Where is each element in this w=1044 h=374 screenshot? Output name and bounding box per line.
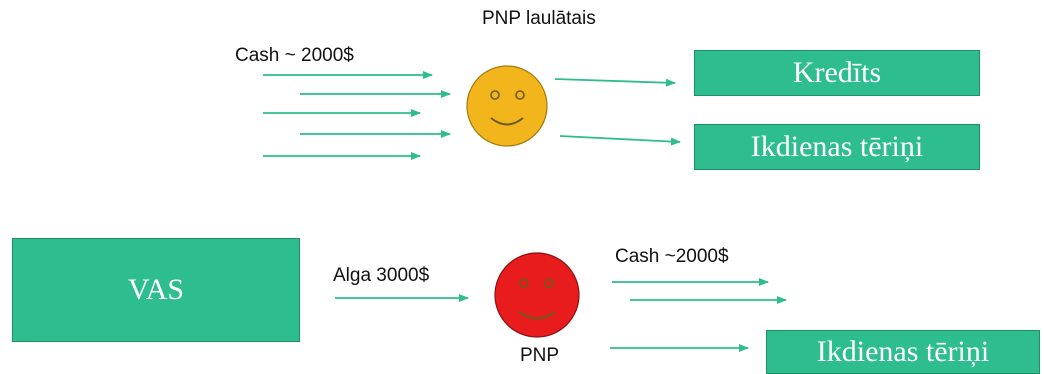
- to-credit-arrow: [554, 78, 676, 87]
- to-expenses-arrow-top: [559, 135, 681, 146]
- spouse-title: PNP laulātais: [482, 8, 596, 29]
- expenses-box-top: Ikdienas tēriņi: [694, 124, 980, 170]
- cash-in-label: Cash ~ 2000$: [235, 45, 354, 66]
- expenses-box-bottom: Ikdienas tēriņi: [766, 330, 1040, 374]
- pnp-label: PNP: [520, 345, 560, 366]
- smiley-face-orange-icon: [466, 65, 548, 147]
- vas-box: VAS: [12, 238, 300, 342]
- salary-label: Alga 3000$: [333, 265, 430, 286]
- credit-box: Kredīts: [694, 50, 980, 96]
- smiley-face-red-icon: [494, 252, 580, 338]
- cash-out-label: Cash ~2000$: [615, 246, 729, 267]
